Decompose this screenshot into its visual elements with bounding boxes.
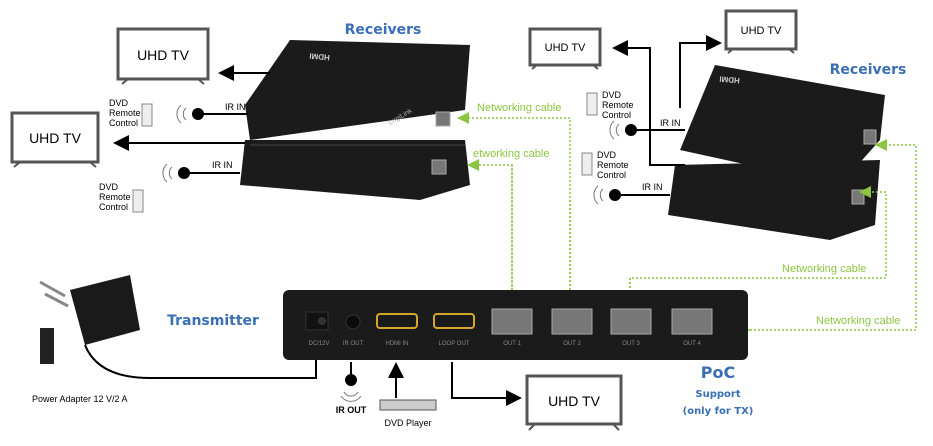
networking-cable xyxy=(629,186,887,300)
networking-cable xyxy=(457,112,571,290)
tv-right-2: UHD TV xyxy=(724,9,798,54)
ir-in-sensor: IR IN xyxy=(609,118,685,140)
loop-out-arrow xyxy=(451,362,522,406)
transmitter-device: DC/12V IR OUT HDMI IN LOOP OUT OUT 1 OUT… xyxy=(283,290,748,360)
poc-title: PoC xyxy=(701,363,735,382)
port-label: LOOP OUT xyxy=(439,341,470,347)
ir-out-sensor: IR OUT xyxy=(336,362,367,415)
tv-bottom: UHD TV xyxy=(525,374,623,431)
hdmi-arrow xyxy=(612,40,685,166)
ir-in-label: IR IN xyxy=(225,102,246,112)
port-label: OUT 2 xyxy=(563,341,581,347)
port-label: OUT 1 xyxy=(503,341,521,347)
power-adapter-label: Power Adapter 12 V/2 A xyxy=(32,394,128,404)
port-label: DC/12V xyxy=(308,341,329,347)
receivers-left-title: Receivers xyxy=(345,22,422,38)
tv-label: UHD TV xyxy=(137,47,190,63)
networking-cable xyxy=(750,139,917,331)
ir-in-sensor: IR IN xyxy=(593,182,670,205)
ir-in-label: IR IN xyxy=(660,118,681,128)
networking-cable-label: etworking cable xyxy=(473,148,549,160)
dvd-player: DVD Player xyxy=(379,362,437,428)
svg-text:HDMI: HDMI xyxy=(309,51,330,62)
port-label: IR OUT xyxy=(343,341,364,347)
receivers-right-title: Receivers xyxy=(830,62,907,78)
ir-in-label: IR IN xyxy=(642,182,663,192)
networking-cable xyxy=(467,159,513,290)
port-label: HDMI IN xyxy=(386,341,409,347)
ir-in-sensor: IR IN xyxy=(162,160,240,183)
ir-in-sensor: IR IN xyxy=(176,102,248,124)
port-label: OUT 4 xyxy=(683,341,701,347)
ir-out-label: IR OUT xyxy=(336,405,367,415)
networking-cable-label: Networking cable xyxy=(477,102,561,114)
receiver-left-stack: HDMI LogiLink xyxy=(240,40,470,200)
port-label: OUT 3 xyxy=(622,341,640,347)
networking-cable-label: Networking cable xyxy=(816,315,900,327)
networking-cable-label: Networking cable xyxy=(782,263,866,275)
tv-label: UHD TV xyxy=(29,130,82,146)
tv-left-large: UHD TV xyxy=(10,111,100,168)
tv-label: UHD TV xyxy=(741,25,782,37)
ir-in-label: IR IN xyxy=(212,160,233,170)
tv-label: UHD TV xyxy=(545,42,586,54)
tv-right-1: UHD TV xyxy=(528,27,602,70)
transmitter-title: Transmitter xyxy=(167,313,259,329)
tv-label: UHD TV xyxy=(548,393,601,409)
hdmi-arrow xyxy=(679,35,722,108)
svg-text:HDMI: HDMI xyxy=(719,74,740,85)
poc-support: Support xyxy=(695,389,740,400)
receiver-right-stack: HDMI xyxy=(668,65,885,240)
power-adapter: Power Adapter 12 V/2 A xyxy=(32,275,317,404)
dvd-player-label: DVD Player xyxy=(384,418,431,428)
poc-note: (only for TX) xyxy=(683,406,754,417)
tv-left-top: UHD TV xyxy=(116,27,210,85)
